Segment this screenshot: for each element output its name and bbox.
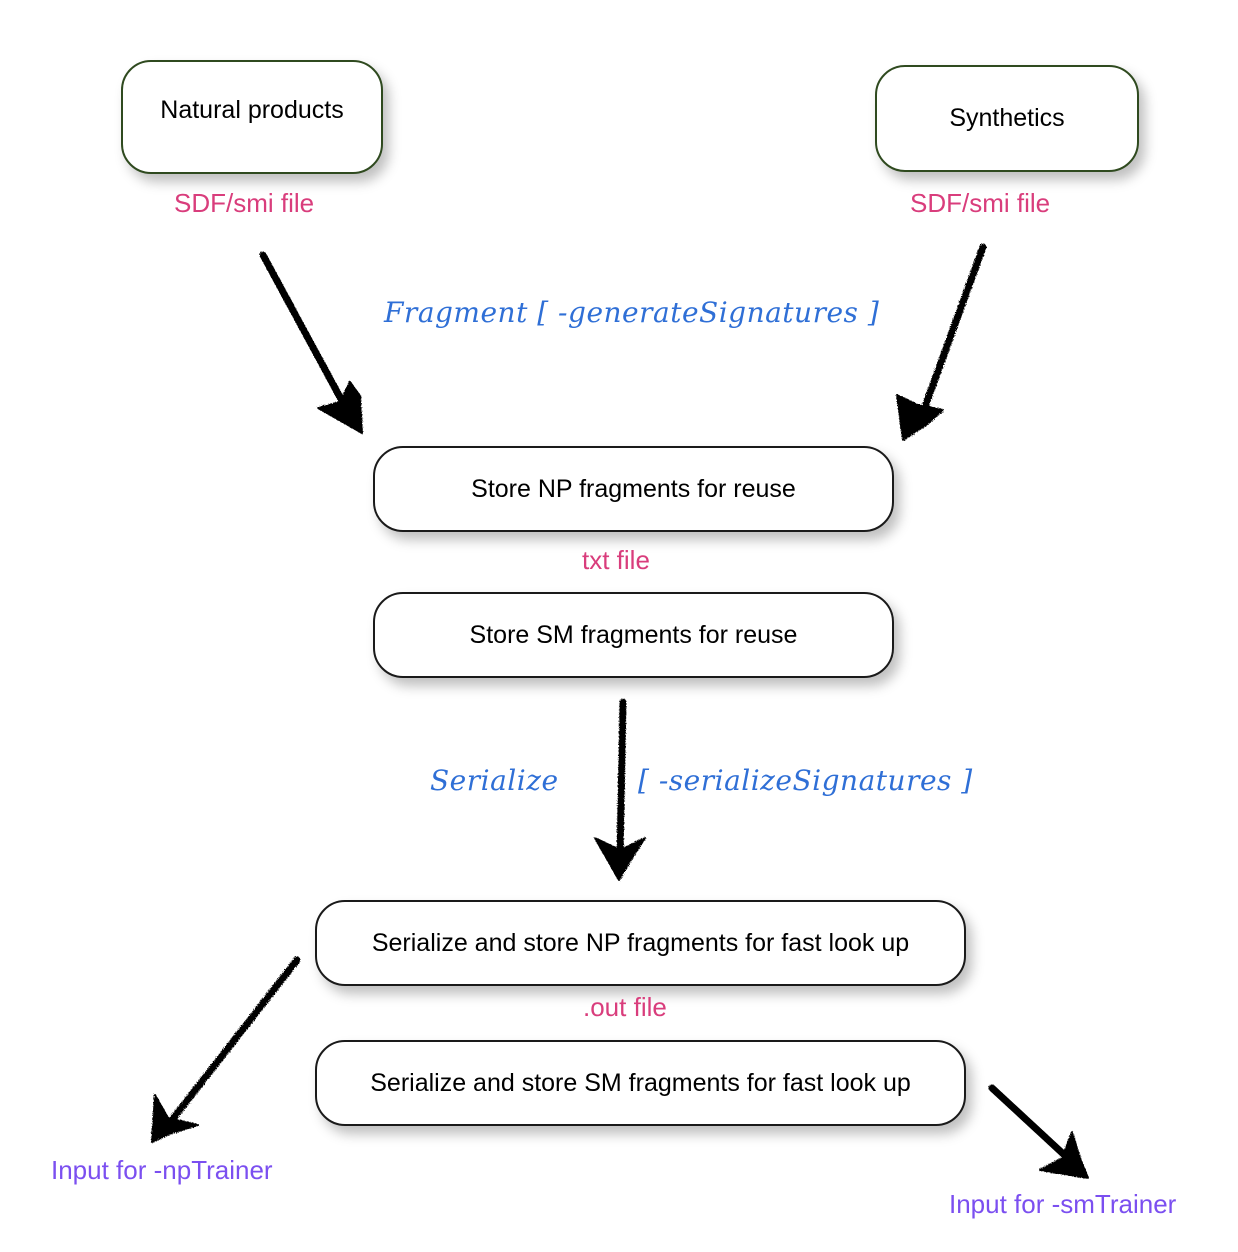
arrow-to-nptrainer [151, 956, 301, 1143]
store-np-node: Store NP fragments for reuse [373, 446, 894, 532]
arrow-synthetics-to-store [896, 243, 987, 441]
out-file-label: .out file [583, 992, 667, 1022]
np-trainer-output-label: Input for -npTrainer [51, 1155, 273, 1185]
sm-input-file-label: SDF/smi file [910, 188, 1051, 218]
serialize-np-label: Serialize and store NP fragments for fas… [371, 928, 910, 957]
serialize-np-node: Serialize and store NP fragments for fas… [315, 900, 966, 986]
txt-file-label: txt file [582, 545, 650, 575]
np-input-file-label: SDF/smi file [174, 188, 315, 218]
arrow-store-to-serialize [594, 698, 646, 881]
fragment-step-label: Fragment [ -generateSignatures ] [384, 296, 880, 329]
store-sm-label: Store SM fragments for reuse [469, 620, 798, 649]
store-np-label: Store NP fragments for reuse [471, 474, 796, 503]
serialize-option-label: [ -serializeSignatures ] [638, 764, 973, 797]
natural-products-label: Natural products [160, 96, 344, 124]
sm-trainer-output-label: Input for -smTrainer [949, 1189, 1177, 1219]
natural-products-node: Natural products [121, 60, 383, 174]
store-sm-node: Store SM fragments for reuse [373, 592, 894, 678]
synthetics-label: Synthetics [949, 104, 1065, 132]
arrow-to-smtrainer [988, 1084, 1089, 1179]
serialize-step-label: Serialize [430, 764, 559, 797]
serialize-sm-label: Serialize and store SM fragments for fas… [370, 1068, 911, 1097]
serialize-sm-node: Serialize and store SM fragments for fas… [315, 1040, 966, 1126]
synthetics-node: Synthetics [875, 65, 1139, 172]
arrow-np-to-store [259, 251, 363, 434]
